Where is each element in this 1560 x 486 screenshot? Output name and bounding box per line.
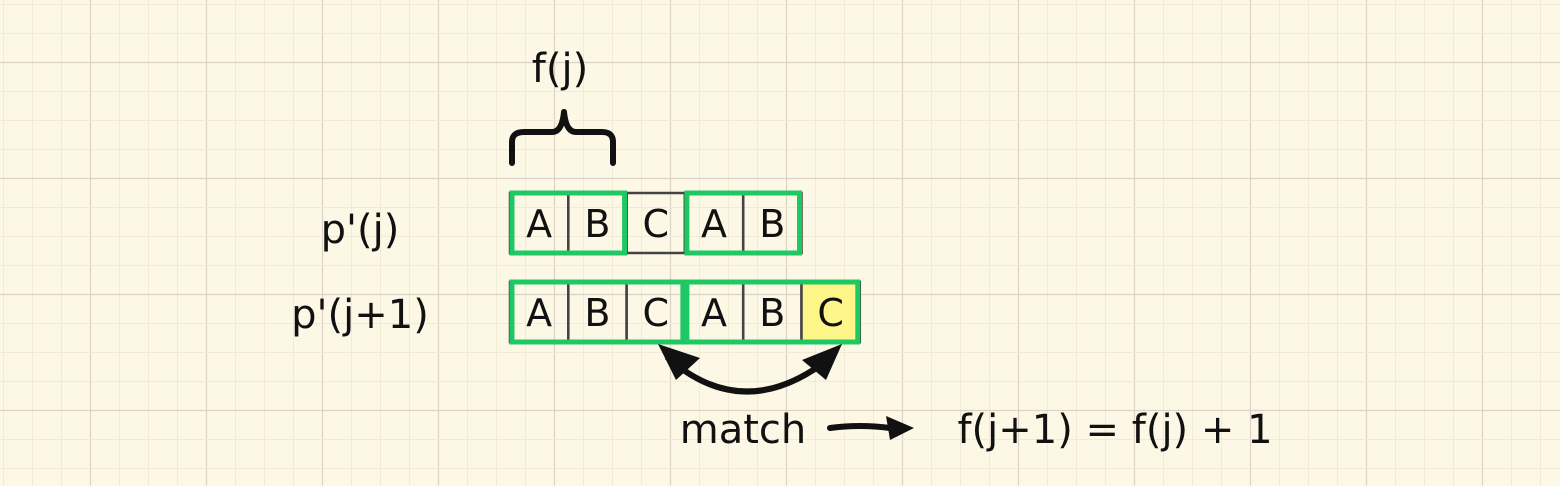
- right-arrow-icon: [827, 416, 914, 440]
- cell-letter: B: [584, 291, 610, 335]
- cell-letter: A: [526, 291, 552, 335]
- curly-brace-icon: [509, 109, 616, 166]
- cell-letter: C: [817, 291, 844, 335]
- cell-letter: A: [526, 202, 552, 246]
- match-group-box: [509, 279, 686, 345]
- cell-letter: C: [642, 202, 669, 246]
- brace-label: f(j): [532, 46, 588, 92]
- cell-letter: B: [759, 202, 785, 246]
- row-label-pj: p'(j): [321, 207, 400, 253]
- cell-letter: C: [642, 291, 669, 335]
- cell-letter: A: [701, 202, 727, 246]
- match-group-box: [684, 279, 861, 345]
- cell-letter: B: [759, 291, 785, 335]
- cell-letter: A: [701, 291, 727, 335]
- cell-letter: B: [584, 202, 610, 246]
- match-group-box: [509, 190, 628, 256]
- match-arrow-icon: [658, 344, 842, 395]
- equation: f(j+1) = f(j) + 1: [957, 407, 1272, 453]
- match-label: match: [680, 407, 807, 453]
- match-group-box: [684, 190, 803, 256]
- row-label-pj1: p'(j+1): [291, 292, 429, 338]
